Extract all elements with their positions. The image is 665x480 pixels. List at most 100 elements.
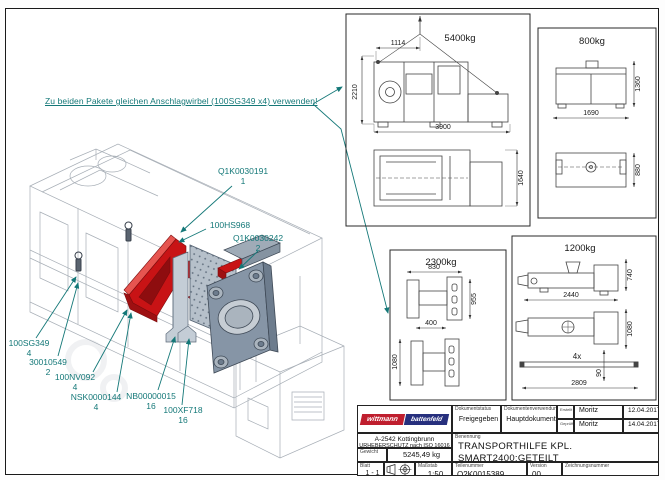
sheet-value: 1 - 1 <box>365 470 380 476</box>
created-by: Moritz <box>579 407 599 414</box>
package-1200-view <box>515 261 639 368</box>
designation-label: Benennung <box>455 434 481 440</box>
designation-cell: Benennung TRANSPORTHILFE KPL. SMART2400;… <box>452 433 659 462</box>
company-address: A-2542 Kottingbrunn <box>374 436 435 443</box>
drawing-title-line2: SMART2400;GETEILT <box>458 453 559 462</box>
checked-by: Moritz <box>579 421 599 428</box>
watermark-gear <box>65 339 128 402</box>
isometric-view <box>29 86 390 459</box>
clamping-platen <box>206 261 279 374</box>
dim-1640: 1640 <box>518 170 525 186</box>
drawing-number-label: Zeichnungsnummer <box>565 463 610 469</box>
part-qty-text: 16 <box>146 401 156 411</box>
package-800-view <box>555 60 627 188</box>
created-date: 12.04.2017 <box>628 407 659 414</box>
dim-955: 955 <box>471 293 478 305</box>
part-number-value: Q2K0015389 <box>457 470 505 476</box>
part-qty-text: 16 <box>178 415 188 425</box>
package-2300-box <box>389 249 507 401</box>
weight-value-cell: 5245,49 kg <box>387 448 452 462</box>
doc-status-cell: Dokumentstatus Freigegeben <box>452 405 501 433</box>
instruction-note: Zu beiden Pakete gleichen Anschlagwirbel… <box>45 96 318 106</box>
part-label: 100SG349 4 <box>9 338 50 358</box>
part-qty-text: 1 <box>240 176 246 186</box>
part-label: Q1K0030191 1 <box>218 166 268 186</box>
weight-label: Gewicht <box>360 449 379 455</box>
checked-label: Geprüft <box>560 421 574 426</box>
dim-90: 90 <box>596 369 603 377</box>
checked-date: 14.04.2017 <box>628 421 659 428</box>
dim-3900: 3900 <box>435 124 451 131</box>
part-qty-text: 4 <box>93 402 99 412</box>
part-label: 100NV092 4 <box>55 372 95 392</box>
address-cell: A-2542 Kottingbrunn URHEBERSCHUTZ nach I… <box>357 433 452 448</box>
package-5400-box <box>345 13 531 227</box>
dim-2440: 2440 <box>563 292 579 299</box>
leader-lines <box>35 86 390 406</box>
doc-usage-label: Dokumentenverwendung <box>504 406 557 412</box>
part-label: NSK0000144 4 <box>71 392 122 412</box>
sheet-label: Blatt <box>360 463 371 469</box>
drawing-title-line1: TRANSPORTHILFE KPL. <box>458 441 573 452</box>
created-by-cell: Moritz <box>574 405 623 419</box>
part-number-text: NSK0000144 <box>70 392 122 402</box>
dim-2809: 2809 <box>571 380 587 387</box>
package-2300-view <box>406 276 463 387</box>
part-number-cell: Teilenummer Q2K0015389 <box>452 462 527 476</box>
created-date-cell: 12.04.2017 <box>623 405 659 419</box>
checked-label-cell: Geprüft <box>557 419 574 433</box>
package-5400-view <box>373 16 509 207</box>
package-1200-box <box>511 235 657 401</box>
doc-status-value: Freigegeben <box>458 416 499 423</box>
weight-800: 800kg <box>579 36 605 47</box>
part-number-text: 100XF718 <box>163 405 203 415</box>
dim-2210: 2210 <box>352 84 359 100</box>
dim-1690: 1690 <box>583 110 599 117</box>
dim-1080-a: 1080 <box>392 354 399 370</box>
drawing-number-value <box>563 469 658 470</box>
weight-1200: 1200kg <box>564 243 595 254</box>
dim-880: 880 <box>635 164 642 176</box>
weight-2300: 2300kg <box>425 257 456 268</box>
sheet-cell: Blatt 1 - 1 <box>357 462 384 476</box>
scale-value: 1:50 <box>427 470 444 476</box>
dim-1114: 1114 <box>391 40 406 47</box>
weight-5400: 5400kg <box>444 33 475 44</box>
projection-symbol-cell <box>384 462 415 476</box>
part-number-text: Q1K0030191 <box>217 166 269 176</box>
bars-qty: 4x <box>573 352 581 361</box>
version-label: Version <box>530 463 547 469</box>
weight-label-cell: Gewicht <box>357 448 387 462</box>
dim-1080-b: 1080 <box>627 321 634 337</box>
version-value: 00 <box>532 470 541 476</box>
part-number-text: NB00000015 <box>126 391 176 401</box>
eyebolt-icon <box>74 221 133 272</box>
support-column <box>165 251 197 343</box>
checked-date-cell: 14.04.2017 <box>623 419 659 433</box>
dimension-lines <box>360 37 638 390</box>
scale-label: Maßstab <box>418 463 438 469</box>
checked-by-cell: Moritz <box>574 419 623 433</box>
top-clamp-piece <box>223 234 281 269</box>
part-qty-text: 4 <box>72 382 78 392</box>
weight-value: 5245,49 kg <box>402 450 441 459</box>
created-label: Erstellt <box>560 407 573 412</box>
projection-symbol-icon <box>386 463 412 475</box>
part-number-text: 30010549 <box>29 357 67 367</box>
logo-wittmann: wittmann <box>359 413 405 425</box>
part-label: NB00000015 16 <box>126 391 176 411</box>
version-cell: Version 00 <box>527 462 562 476</box>
part-number-text: 100SG349 <box>8 338 50 348</box>
part-qty-text: 2 <box>255 243 261 253</box>
part-label: 30010549 2 <box>29 357 67 377</box>
created-label-cell: Erstellt <box>557 405 574 419</box>
part-label: 100HS968 <box>210 220 250 230</box>
dim-1360: 1360 <box>635 76 642 92</box>
package-800-box <box>537 27 657 219</box>
doc-usage-cell: Dokumentenverwendung Hauptdokument <box>501 405 557 433</box>
drawing-number-cell: Zeichnungsnummer <box>562 462 659 476</box>
dim-830: 830 <box>428 264 440 271</box>
dimension-texts: 5400kg 800kg 2300kg 1200kg 1114 2210 390… <box>352 33 642 387</box>
